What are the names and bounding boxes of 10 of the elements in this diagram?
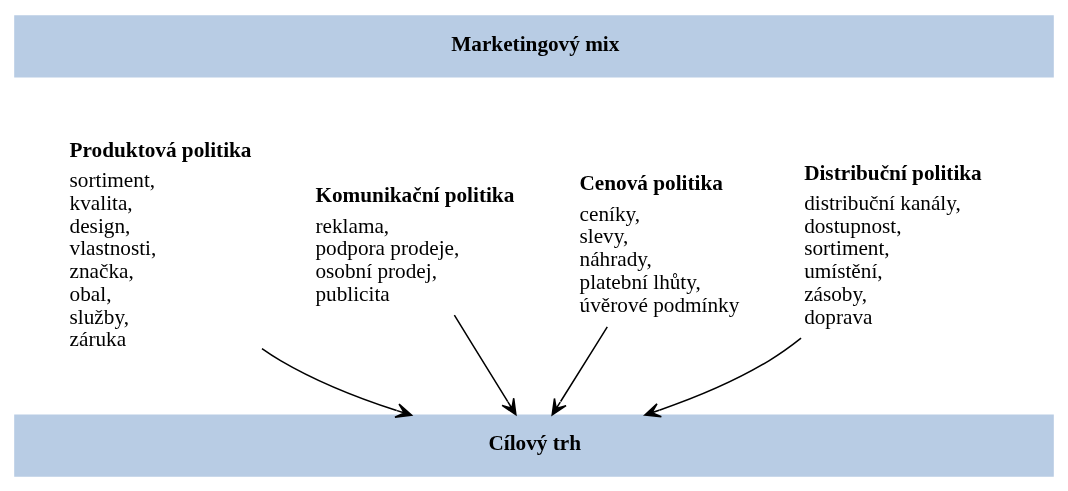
arrow (261, 347, 413, 418)
node-text: Produktová politika sortiment, kvalita, design, vlastnosti, značka, obal, služby, záruka (69, 137, 252, 351)
arrow (453, 313, 517, 415)
node-text: Cenová politika ceníky, slevy, náhrady, platební lhůty, úvěrové podmínky (579, 170, 740, 317)
node-box: Marketingový mix (14, 14, 1054, 78)
node-box: Cílový trh (14, 413, 1054, 477)
arrow (551, 325, 609, 416)
arrow (644, 336, 802, 417)
node-text: Komunikační politika reklama, podpora prodeje, osobní prodej, publicita (315, 182, 515, 306)
node-text: Distribuční politika distribuční kanály, dostupnost, sortiment, umístění, zásoby, doprava (804, 160, 982, 329)
